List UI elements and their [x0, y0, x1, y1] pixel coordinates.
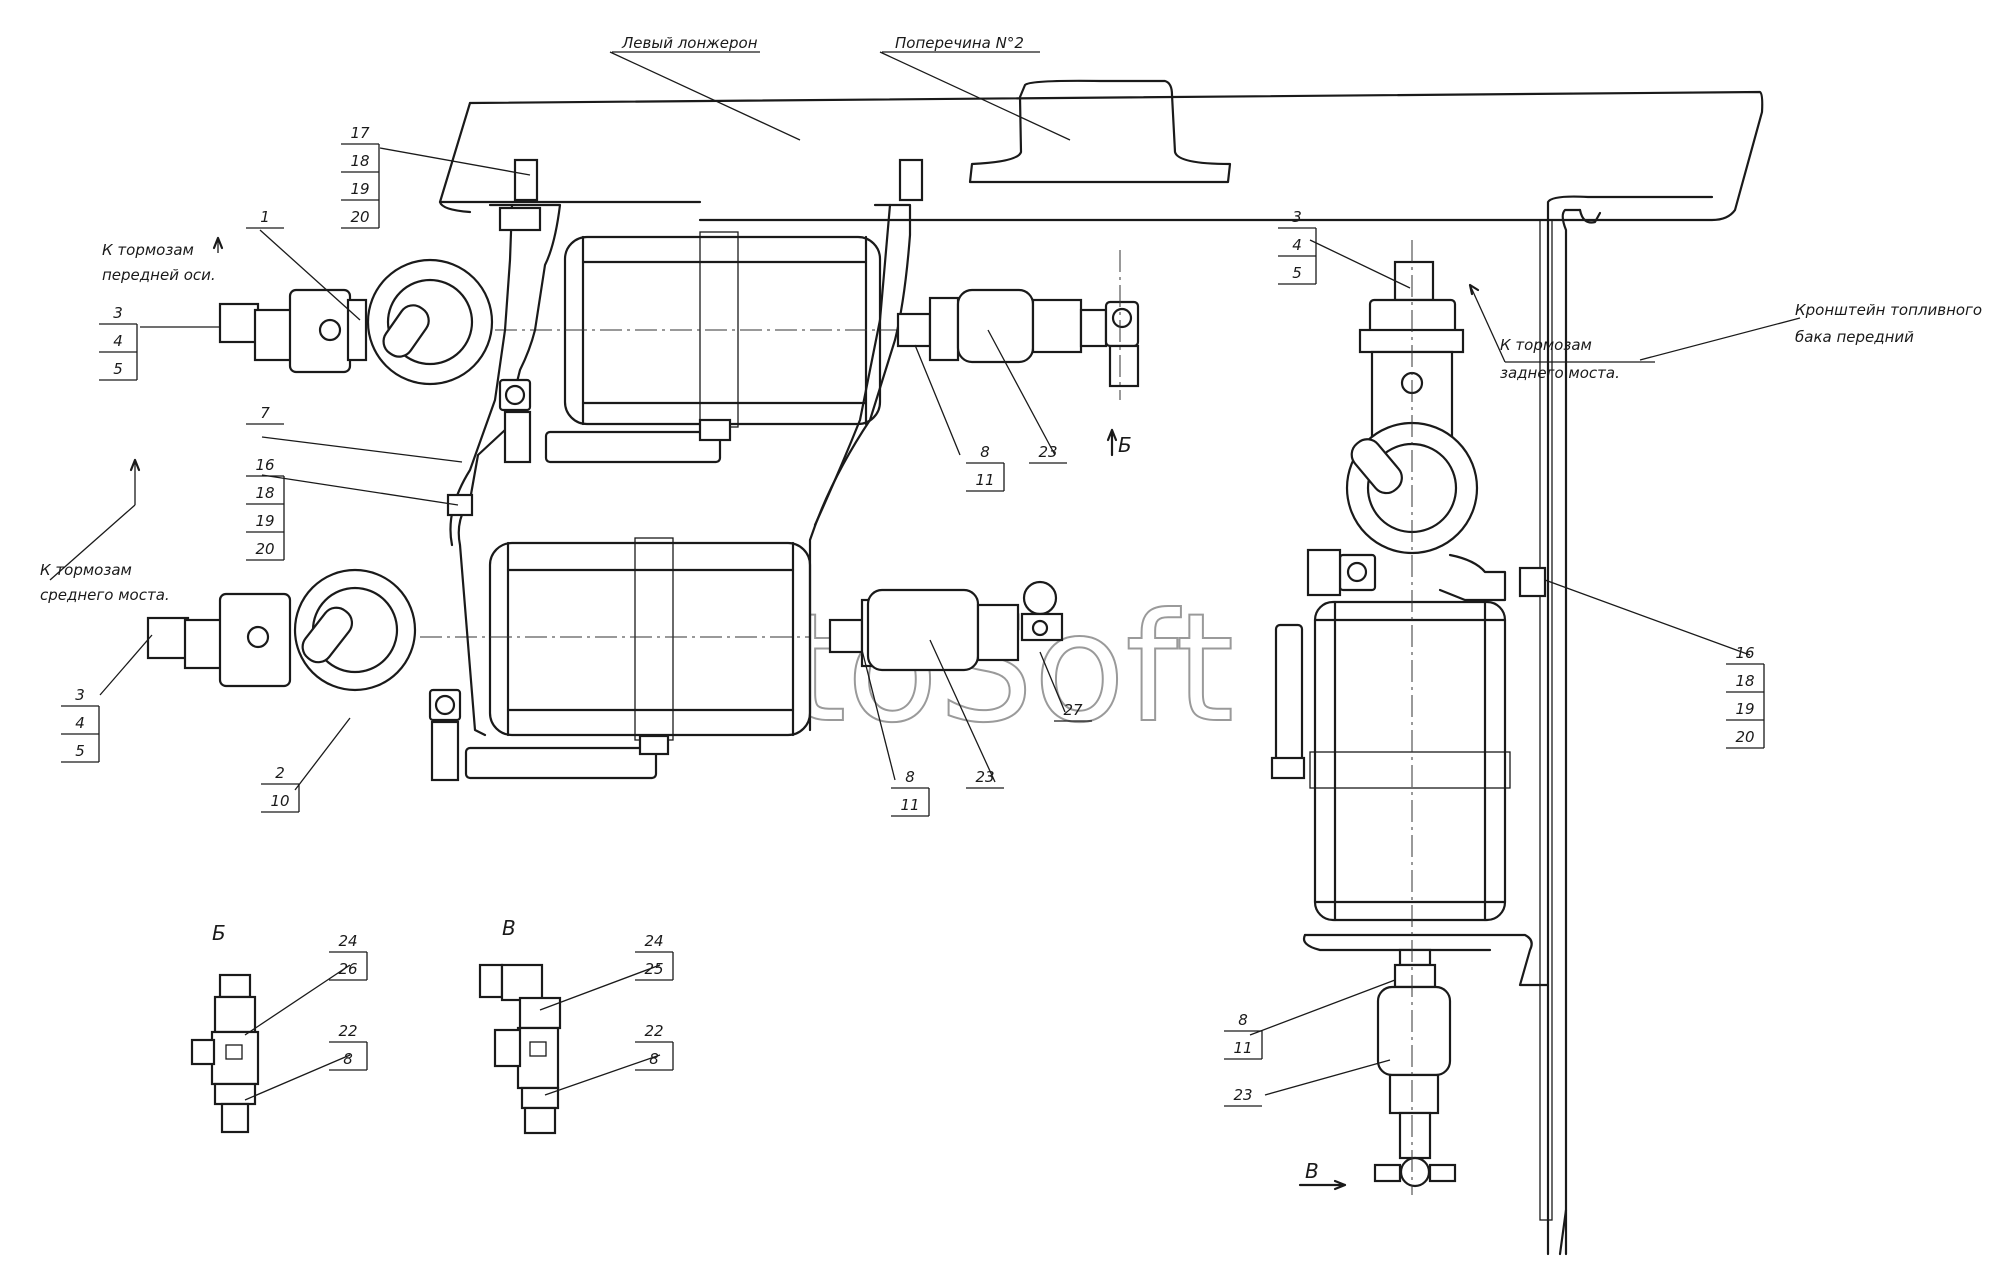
callout-g16a: 16 18 19 20: [246, 456, 285, 561]
callout-g23a: 23: [1029, 443, 1067, 464]
callout-number: 8: [649, 1050, 659, 1068]
upper-drain-valve: [896, 250, 1140, 400]
callout-numbers: 17 18 19 20 1 3 4 5 7 16 18 19 20 3 4 5 2 10 8 11 23 8 11 23 27 3…: [61, 124, 1765, 1107]
callout-g7: 7: [246, 404, 284, 425]
callout-gb1: 24 26: [329, 932, 368, 981]
label-bracket-1: Кронштейн топливного: [1795, 301, 1982, 319]
callout-g17: 17 18 19 20: [341, 124, 380, 229]
callout-number: 2: [275, 764, 285, 782]
callout-number: 27: [1063, 701, 1083, 719]
callout-number: 23: [1233, 1086, 1252, 1104]
callout-number: 10: [270, 792, 289, 810]
callout-g16b: 16 18 19 20: [1726, 644, 1765, 749]
callout-number: 23: [975, 768, 994, 786]
fuel-tank-bracket: [1539, 195, 1714, 1256]
callout-number: 22: [338, 1022, 357, 1040]
callout-number: 11: [900, 796, 919, 814]
upper-air-receiver: [425, 231, 900, 464]
callout-number: 19: [1735, 700, 1754, 718]
callout-number: 3: [113, 304, 123, 322]
callout-g8a: 8 11: [966, 443, 1005, 492]
right-air-receiver: [1270, 240, 1550, 1195]
callout-number: 19: [255, 512, 274, 530]
callout-g2: 2 10: [261, 764, 300, 813]
callout-number: 3: [75, 686, 85, 704]
callout-number: 16: [1735, 644, 1754, 662]
callout-number: 23: [1038, 443, 1057, 461]
callout-gv2: 22 8: [635, 1022, 674, 1071]
callout-number: 8: [980, 443, 990, 461]
view-title-v: В: [502, 916, 516, 940]
left-spar: [438, 79, 1764, 222]
callout-number: 4: [113, 332, 123, 350]
callout-number: 8: [343, 1050, 353, 1068]
callout-number: 1: [260, 208, 270, 226]
leader-lines: [49, 51, 1801, 1191]
callout-number: 18: [1735, 672, 1754, 690]
callout-g3a: 3 4 5: [99, 304, 138, 381]
callout-number: 18: [255, 484, 274, 502]
callout-gb2: 22 8: [329, 1022, 368, 1071]
callout-g8c: 8 11: [1224, 1011, 1263, 1060]
callout-number: 20: [255, 540, 274, 558]
callout-number: 5: [75, 742, 85, 760]
lower-drain-valve: [828, 580, 1064, 672]
callout-g3b: 3 4 5: [61, 686, 100, 763]
callout-number: 24: [644, 932, 663, 950]
callout-number: 4: [75, 714, 85, 732]
callout-number: 24: [338, 932, 357, 950]
upper-valve-assembly: [218, 258, 532, 464]
view-b-detail: [190, 973, 260, 1134]
view-title-b: Б: [212, 921, 226, 945]
callout-number: 11: [1233, 1039, 1252, 1057]
lower-air-receiver: [420, 537, 812, 780]
label-middle-axle-2: среднего моста.: [40, 586, 170, 604]
callout-number: 22: [644, 1022, 663, 1040]
view-marker-b: Б: [1118, 433, 1132, 457]
callout-number: 5: [113, 360, 123, 378]
clamp-brackets: [446, 158, 924, 737]
label-left-spar: Левый лонжерон: [621, 34, 758, 52]
label-middle-axle-1: К тормозам: [40, 561, 132, 579]
callout-number: 20: [350, 208, 369, 226]
label-crossmember: Поперечина N°2: [895, 34, 1024, 52]
callout-number: 18: [350, 152, 369, 170]
view-marker-v: В: [1305, 1159, 1319, 1183]
callout-gv1: 24 25: [635, 932, 674, 981]
label-rear-axle-2: заднего моста.: [1500, 364, 1620, 382]
callout-g3c: 3 4 5: [1278, 208, 1317, 285]
callout-number: 11: [975, 471, 994, 489]
callout-number: 8: [1238, 1011, 1248, 1029]
callout-number: 26: [338, 960, 357, 978]
label-rear-axle-1: К тормозам: [1500, 336, 1592, 354]
label-front-axle-2: передней оси.: [102, 266, 216, 284]
callout-number: 16: [255, 456, 274, 474]
callout-number: 19: [350, 180, 369, 198]
callout-number: 17: [350, 124, 370, 142]
callout-g23b: 23: [966, 768, 1004, 789]
callout-g27: 27: [1054, 701, 1092, 722]
callout-number: 8: [905, 768, 915, 786]
callout-number: 25: [644, 960, 663, 978]
callout-number: 20: [1735, 728, 1754, 746]
view-v-detail: [478, 963, 562, 1135]
callout-g23c: 23: [1224, 1086, 1262, 1107]
label-bracket-2: бака передний: [1795, 328, 1914, 346]
label-front-axle-1: К тормозам: [102, 241, 194, 259]
callout-number: 5: [1292, 264, 1302, 282]
callout-number: 3: [1292, 208, 1302, 226]
callout-number: 7: [260, 404, 270, 422]
callout-g8b: 8 11: [891, 768, 930, 817]
callout-number: 4: [1292, 236, 1302, 254]
callout-g1: 1: [246, 208, 284, 229]
lower-valve-assembly: [146, 568, 462, 782]
text-labels: Левый лонжерон Поперечина N°2 К тормозам…: [40, 34, 1982, 1183]
